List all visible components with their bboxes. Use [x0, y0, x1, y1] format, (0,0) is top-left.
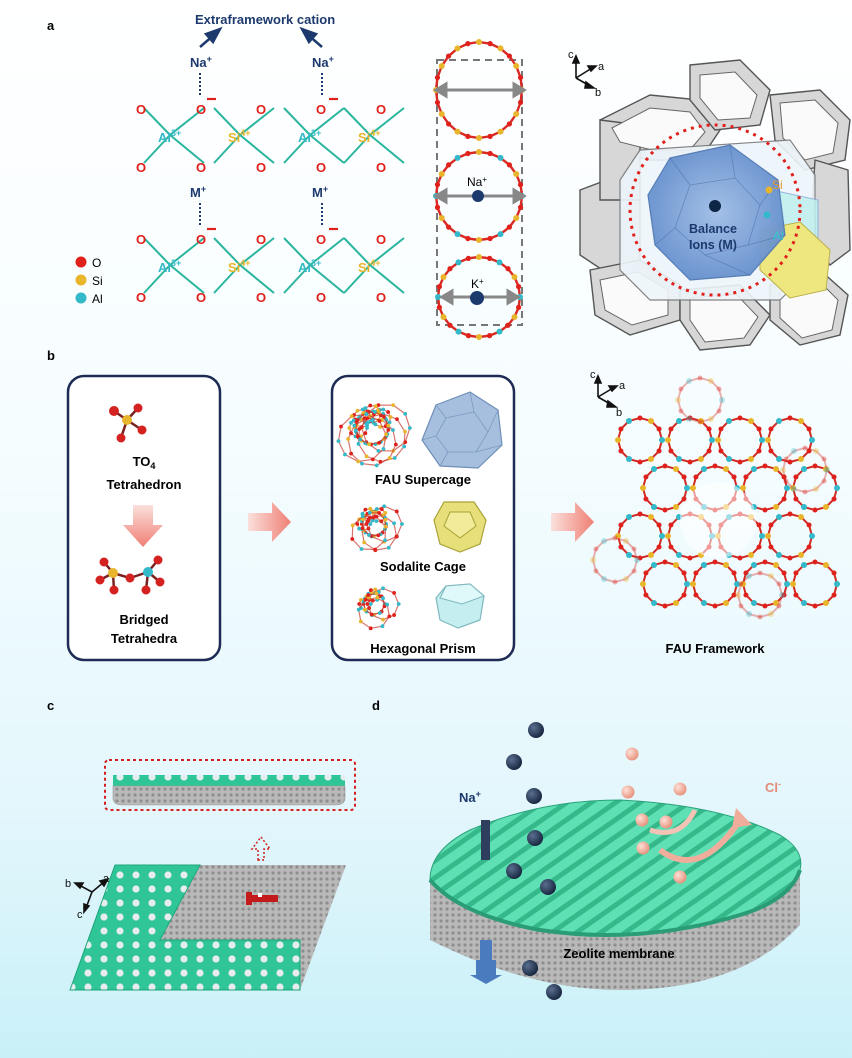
svg-text:c: c — [77, 909, 83, 921]
svg-text:a: a — [103, 873, 110, 885]
oxygen-label: O — [256, 160, 266, 175]
oxygen-label: O — [376, 290, 386, 305]
membrane-top-view — [69, 864, 346, 991]
axis-triad-b: c a b — [590, 369, 626, 419]
panel-label-a: a — [47, 18, 55, 33]
sodalite-cage-label: Sodalite Cage — [380, 559, 466, 574]
right-arrow-icon — [551, 502, 594, 542]
svg-text:a: a — [619, 380, 626, 392]
fau-supercage-label: FAU Supercage — [375, 472, 471, 487]
cl-ion-label: Cl- — [765, 779, 781, 795]
cation-label: M+ — [190, 184, 206, 200]
panel-label-c: c — [47, 698, 54, 713]
cage-al-label: Al — [773, 229, 784, 243]
aluminum-label: Al3+ — [158, 128, 181, 145]
panel-label-b: b — [47, 348, 55, 363]
hexagonal-prism-label: Hexagonal Prism — [370, 641, 476, 656]
cage-si-label: Si — [772, 178, 783, 192]
panel-label-d: d — [372, 698, 380, 713]
up-arrow-icon — [199, 26, 323, 48]
axis-triad-c: b a c — [65, 873, 110, 921]
oxygen-label: O — [376, 102, 386, 117]
oxygen-label: O — [376, 232, 386, 247]
legend-al: Al — [92, 292, 103, 306]
oxygen-label: O — [376, 160, 386, 175]
svg-text:c: c — [590, 369, 596, 381]
to4-tetrahedron: TO4 Tetrahedron — [107, 403, 182, 492]
oxygen-label: O — [316, 160, 326, 175]
oxygen-label: O — [136, 290, 146, 305]
cation-label: Na+ — [312, 54, 334, 70]
oxygen-label: O — [136, 160, 146, 175]
oxygen-label: O — [196, 102, 206, 117]
ring-na-label: Na+ — [467, 175, 487, 189]
oxygen-label: O — [256, 102, 266, 117]
na-ion-label: Na+ — [459, 789, 481, 805]
svg-text:b: b — [616, 407, 622, 419]
svg-text:b: b — [65, 878, 71, 890]
chloride-ions: Cl- — [621, 747, 781, 884]
oxygen-label: O — [136, 232, 146, 247]
cation-label: Na+ — [190, 54, 212, 70]
oxygen-label: O — [196, 160, 206, 175]
extraframework-title: Extraframework cation — [195, 12, 335, 27]
axis-triad-a: c a b — [568, 49, 605, 99]
ring-k-label: K+ — [471, 277, 484, 291]
legend-o: O — [92, 256, 101, 270]
sodium-ions: Na+ — [459, 722, 562, 1000]
down-arrow-icon — [123, 505, 163, 547]
oxygen-label: O — [316, 102, 326, 117]
oxygen-label: O — [196, 290, 206, 305]
fau-framework-model: FAU Framework — [590, 375, 840, 656]
silicon-label: Si4+ — [358, 258, 381, 275]
silicon-label: Si4+ — [358, 128, 381, 145]
cation-label: M+ — [312, 184, 328, 200]
to4-label: TO4 — [133, 454, 156, 471]
hexagonal-prism-model: Hexagonal Prism — [356, 583, 485, 656]
oxygen-label: O — [256, 232, 266, 247]
laser-icon — [246, 892, 278, 905]
svg-text:b: b — [595, 87, 601, 99]
silicon-label: Si4+ — [228, 258, 251, 275]
membrane-side-view — [104, 759, 356, 811]
fau-framework-label: FAU Framework — [666, 641, 766, 656]
svg-text:c: c — [568, 49, 574, 61]
panel-a-lattice: Extraframework cation O O O O O O O O O O Al3+ Si4+… — [136, 12, 405, 305]
element-legend: O Si Al — [75, 256, 103, 306]
zeolite-membrane-label: Zeolite membrane — [563, 946, 674, 961]
aluminum-label: Al3+ — [158, 258, 181, 275]
aluminum-label: Al3+ — [298, 258, 321, 275]
sodalite-cage-model: Sodalite Cage — [350, 501, 487, 574]
oxygen-label: O — [256, 290, 266, 305]
oxygen-label: O — [316, 290, 326, 305]
aluminum-label: Al3+ — [298, 128, 321, 145]
ring-column: Na+ K+ — [433, 39, 527, 340]
silicon-label: Si4+ — [228, 128, 251, 145]
oxygen-label: O — [316, 232, 326, 247]
tetrahedron-label: Tetrahedron — [107, 477, 182, 492]
fau-supercage-model: FAU Supercage — [336, 391, 503, 487]
oxygen-label: O — [136, 102, 146, 117]
legend-si: Si — [92, 274, 103, 288]
right-arrow-icon — [248, 502, 291, 542]
oxygen-label: O — [196, 232, 206, 247]
svg-text:a: a — [598, 61, 605, 73]
zeolite-membrane-disk: Zeolite membrane — [428, 799, 802, 990]
up-dashed-arrow-icon — [250, 835, 272, 861]
